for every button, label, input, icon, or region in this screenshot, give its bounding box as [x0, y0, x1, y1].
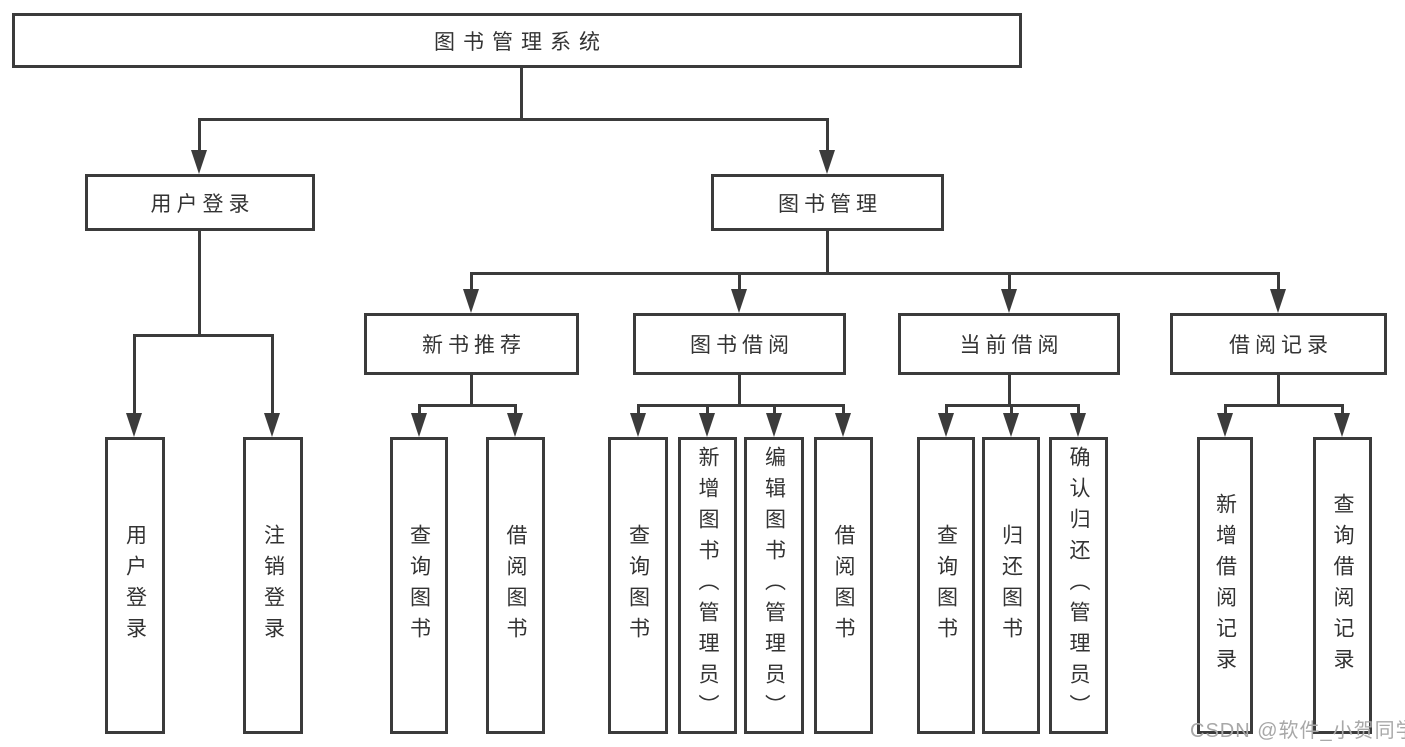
connector-user-login-split: [133, 334, 274, 337]
connector-stem-add-record: [1224, 404, 1227, 416]
connector-level3-split: [470, 272, 1280, 275]
node-label-book-management: 图书管理: [778, 192, 882, 216]
connector-borrow-split: [637, 404, 845, 407]
leaf-label-query-borrow-record: 查询借阅记录: [1331, 492, 1354, 679]
arrow-to-query-books-2: [630, 413, 646, 437]
leaf-label-borrow-books-1: 借阅图书: [504, 523, 527, 648]
leaf-label-return-books: 归还图书: [999, 523, 1023, 648]
connector-stem-edit-book: [773, 404, 776, 416]
connector-records-split: [1224, 404, 1344, 407]
connector-stem-return-books: [1010, 404, 1013, 416]
connector-stem-confirm-return: [1077, 404, 1080, 416]
diagram-leaf-add-book-admin: 新增图书（管理员）: [678, 437, 737, 734]
connector-recommend-split: [418, 404, 517, 407]
connector-root-trunk: [520, 68, 523, 120]
arrow-to-user-login-module: [191, 150, 207, 174]
arrow-to-borrow-records: [1270, 289, 1286, 313]
arrow-to-return-books: [1003, 413, 1019, 437]
arrow-to-leaf-user-login: [126, 413, 142, 437]
leaf-label-borrow-books-2: 借阅图书: [832, 523, 855, 648]
leaf-label-edit-book-admin: 编辑图书（管理员）: [762, 446, 786, 725]
diagram-node-root: 图书管理系统: [12, 13, 1022, 68]
connector-stem-borrow-books-2: [842, 404, 845, 416]
connector-stem-user-login: [198, 118, 201, 154]
diagram-leaf-logout: 注销登录: [243, 437, 303, 734]
leaf-label-query-books-2: 查询图书: [626, 523, 650, 648]
connector-recommend-trunk: [470, 375, 473, 407]
arrow-to-current-borrow: [1001, 289, 1017, 313]
connector-level2-split: [198, 118, 829, 121]
arrow-to-borrow-books-1: [507, 413, 523, 437]
diagram-node-borrow-records: 借阅记录: [1170, 313, 1387, 375]
diagram-leaf-query-books-2: 查询图书: [608, 437, 668, 734]
node-label-user-login-module: 用户登录: [150, 192, 255, 216]
connector-stem-borrow-books-1: [514, 404, 517, 416]
arrow-to-new-book-recommend: [463, 289, 479, 313]
connector-stem-borrow-records: [1277, 272, 1280, 292]
leaf-label-confirm-return-admin: 确认归还（管理员）: [1067, 446, 1090, 725]
connector-stem-query-books-3: [945, 404, 948, 416]
diagram-leaf-add-borrow-record: 新增借阅记录: [1197, 437, 1253, 734]
leaf-label-query-books-1: 查询图书: [407, 523, 431, 648]
diagram-leaf-borrow-books-2: 借阅图书: [814, 437, 873, 734]
diagram-node-new-book-recommend: 新书推荐: [364, 313, 579, 375]
connector-records-trunk: [1277, 375, 1280, 407]
connector-stem-new-book-recommend: [470, 272, 473, 292]
diagram-node-current-borrow: 当前借阅: [898, 313, 1120, 375]
node-label-current-borrow: 当前借阅: [959, 334, 1064, 357]
leaf-label-query-books-3: 查询图书: [934, 523, 958, 648]
node-label-new-book-recommend: 新书推荐: [422, 334, 526, 357]
diagram-leaf-borrow-books-1: 借阅图书: [486, 437, 545, 734]
arrow-to-leaf-logout: [264, 413, 280, 437]
leaf-label-logout: 注销登录: [261, 523, 285, 648]
connector-stem-query-books-1: [418, 404, 421, 416]
connector-stem-leaf-user-login: [133, 334, 136, 416]
node-label-root: 图书管理系统: [434, 30, 608, 54]
arrow-to-edit-book: [766, 413, 782, 437]
arrow-to-add-book: [699, 413, 715, 437]
connector-stem-book-management: [826, 118, 829, 154]
connector-user-login-trunk: [198, 231, 201, 337]
connector-stem-query-record: [1341, 404, 1344, 416]
csdn-watermark: CSDN @软件_小贺同学: [1190, 720, 1405, 742]
arrow-to-query-record: [1334, 413, 1350, 437]
connector-stem-query-books-2: [637, 404, 640, 416]
arrow-to-confirm-return: [1070, 413, 1086, 437]
diagram-leaf-confirm-return-admin: 确认归还（管理员）: [1049, 437, 1108, 734]
diagram-leaf-query-borrow-record: 查询借阅记录: [1313, 437, 1372, 734]
arrow-to-add-record: [1217, 413, 1233, 437]
diagram-leaf-return-books: 归还图书: [982, 437, 1040, 734]
diagram-leaf-query-books-3: 查询图书: [917, 437, 975, 734]
arrow-to-query-books-1: [411, 413, 427, 437]
leaf-label-add-book-admin: 新增图书（管理员）: [696, 446, 719, 725]
diagram-leaf-query-books-1: 查询图书: [390, 437, 448, 734]
diagram-leaf-edit-book-admin: 编辑图书（管理员）: [744, 437, 804, 734]
connector-current-trunk: [1008, 375, 1011, 407]
diagram-node-book-management: 图书管理: [711, 174, 944, 231]
arrow-to-borrow-books-2: [835, 413, 851, 437]
node-label-book-borrow: 图书借阅: [690, 334, 794, 357]
arrow-to-book-management: [819, 150, 835, 174]
connector-stem-leaf-logout: [271, 334, 274, 416]
connector-stem-current-borrow: [1008, 272, 1011, 292]
connector-borrow-trunk: [738, 375, 741, 407]
arrow-to-query-books-3: [938, 413, 954, 437]
leaf-label-user-login: 用户登录: [123, 523, 147, 648]
node-label-borrow-records: 借阅记录: [1229, 334, 1333, 357]
connector-stem-book-borrow: [738, 272, 741, 292]
diagram-node-book-borrow: 图书借阅: [633, 313, 846, 375]
leaf-label-add-borrow-record: 新增借阅记录: [1213, 492, 1237, 679]
diagram-node-user-login-module: 用户登录: [85, 174, 315, 231]
diagram-leaf-user-login: 用户登录: [105, 437, 165, 734]
arrow-to-book-borrow: [731, 289, 747, 313]
connector-stem-add-book: [706, 404, 709, 416]
connector-book-management-trunk: [826, 231, 829, 275]
